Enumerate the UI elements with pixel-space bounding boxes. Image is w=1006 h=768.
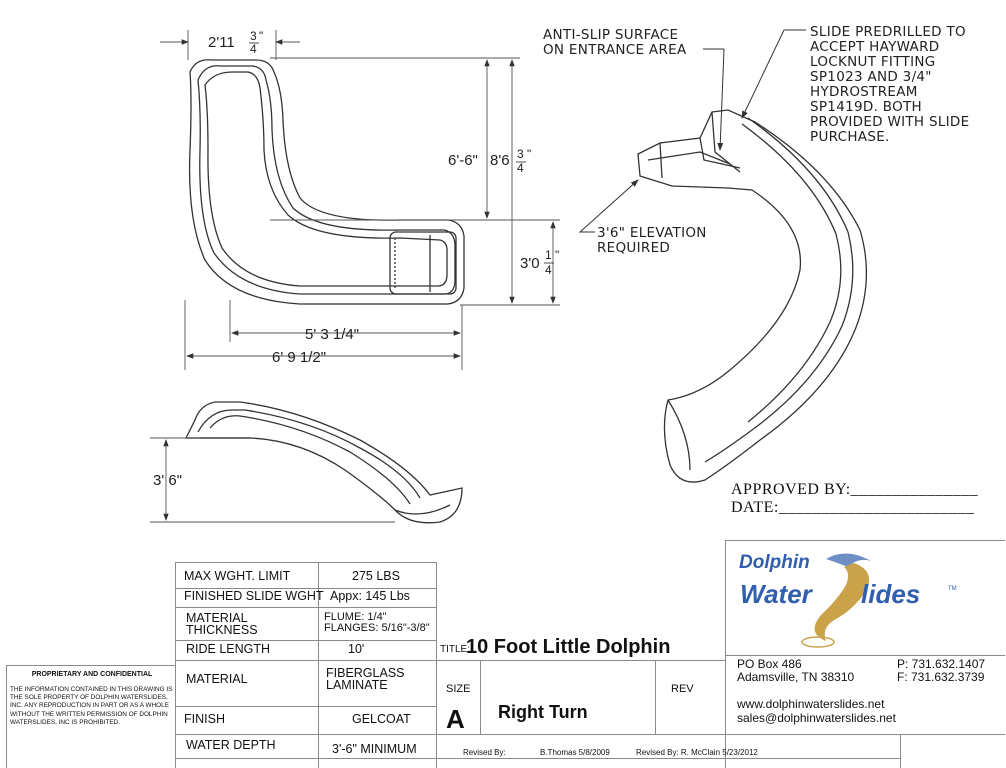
svg-text:": " xyxy=(259,29,263,43)
dim-top-width-frac-num: 3 xyxy=(250,29,257,43)
spec-label-thickness: MATERIAL THICKNESS xyxy=(186,611,258,637)
dim-height-total-frac-den: 4 xyxy=(517,161,524,175)
rev-label: REV xyxy=(671,683,694,695)
spec-value-max-weight: 275 LBS xyxy=(352,569,400,583)
logo-water-text: Water xyxy=(740,579,812,609)
company-city: Adamsville, TN 38310 xyxy=(737,670,855,684)
dim-height-total-frac-num: 3 xyxy=(517,147,524,161)
logo-slides-text: lides xyxy=(861,579,921,609)
spec-value-water-depth: 3'-6" MINIMUM xyxy=(332,742,417,756)
spec-value-material: FIBERGLASS LAMINATE xyxy=(326,666,405,692)
plan-view xyxy=(188,59,465,305)
company-phone: P: 731.632.1407 xyxy=(897,657,986,671)
company-logo: Dolphin Water lides TM xyxy=(726,541,1005,654)
revised-by-label: Revised By: xyxy=(463,748,506,757)
logo-tm: TM xyxy=(948,586,957,592)
drawing-subtitle: Right Turn xyxy=(498,702,588,722)
spec-value-thickness: FLUME: 1/4" FLANGES: 5/16"-3/8" xyxy=(324,611,430,634)
predrilled-note: SLIDE PREDRILLED TO ACCEPT HAYWARD LOCKN… xyxy=(810,24,970,145)
spec-value-finish: GELCOAT xyxy=(352,712,411,726)
date-field: DATE:_______________________ xyxy=(731,499,975,516)
revised-by-2: Revised By: R. McClain 5/23/2012 xyxy=(636,748,758,757)
spec-label-material: MATERIAL xyxy=(186,672,248,686)
spec-value-ride-length: 10' xyxy=(348,642,365,656)
dim-exit-height-frac-num: 1 xyxy=(545,248,552,262)
company-email[interactable]: sales@dolphinwaterslides.net xyxy=(737,711,896,725)
dim-exit-height: 3'0 xyxy=(520,255,540,272)
approved-by-field: APPROVED BY:_______________ xyxy=(731,481,979,498)
spec-label-ride-length: RIDE LENGTH xyxy=(186,642,271,656)
dim-top-width: 2'11 xyxy=(208,34,235,51)
proprietary-body: THE INFORMATION CONTAINED IN THIS DRAWIN… xyxy=(10,686,173,726)
dim-side-height: 3' 6" xyxy=(153,472,182,489)
spec-label-finish: FINISH xyxy=(184,712,225,726)
title-label: TITLE: xyxy=(440,644,471,655)
revised-by-1: B.Thomas 5/8/2009 xyxy=(540,748,610,757)
dim-exit-height-frac-den: 4 xyxy=(545,263,552,277)
anti-slip-note: ANTI-SLIP SURFACE ON ENTRANCE AREA xyxy=(543,27,687,58)
dim-height-total: 8'6 xyxy=(490,152,510,169)
logo-dolphin-text: Dolphin xyxy=(739,552,810,573)
svg-text:": " xyxy=(527,147,531,161)
dim-inner-width: 5' 3 1/4" xyxy=(305,326,359,343)
proprietary-title: PROPRIETARY AND CONFIDENTIAL xyxy=(31,671,153,678)
side-view xyxy=(184,401,463,524)
spec-value-finished-weight: Appx: 145 Lbs xyxy=(330,589,410,603)
drawing-title: 10 Foot Little Dolphin xyxy=(466,636,671,658)
isometric-view xyxy=(637,109,868,483)
spec-label-max-weight: MAX WGHT. LIMIT xyxy=(184,569,291,583)
dim-height-inner: 6'-6" xyxy=(448,152,478,169)
size-label: SIZE xyxy=(446,683,471,695)
size-value: A xyxy=(446,704,465,734)
company-po-box: PO Box 486 xyxy=(737,657,802,671)
company-fax: F: 731.632.3739 xyxy=(897,670,985,684)
svg-text:": " xyxy=(555,248,559,262)
elevation-note: 3'6" ELEVATION REQUIRED xyxy=(597,225,707,256)
dim-total-width: 6' 9 1/2" xyxy=(272,349,326,366)
company-website[interactable]: www.dolphinwaterslides.net xyxy=(737,697,885,711)
spec-label-water-depth: WATER DEPTH xyxy=(186,738,276,752)
spec-label-finished-weight: FINISHED SLIDE WGHT xyxy=(184,589,324,603)
dim-top-width-frac-den: 4 xyxy=(250,42,257,56)
